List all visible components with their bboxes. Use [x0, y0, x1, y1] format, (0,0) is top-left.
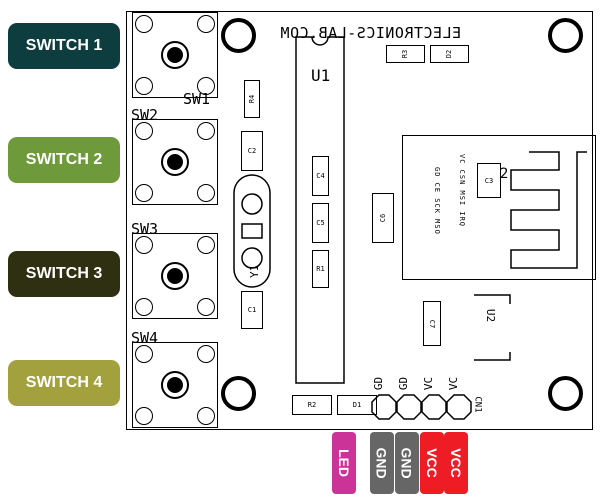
- switch-1[interactable]: [132, 12, 218, 98]
- y1-label: Y1: [248, 264, 261, 278]
- pin-label-vcc-1: VCC: [420, 432, 444, 494]
- u2-label: U2: [484, 308, 498, 323]
- cn2-pins-left: GD CE SCK MSO: [433, 167, 441, 235]
- mounting-hole-top-left: [221, 18, 256, 53]
- switch-2[interactable]: [132, 119, 218, 205]
- capacitor-c6: C6: [372, 193, 394, 243]
- resistor-r4: R4: [244, 80, 260, 118]
- capacitor-c3: C3: [477, 163, 501, 198]
- switch-3-label: SWITCH 3: [8, 251, 120, 297]
- sw1-label: SW1: [183, 90, 211, 108]
- sw2-label: SW2: [131, 106, 159, 124]
- module-cn2-outline: [402, 135, 596, 280]
- antenna-icon: [510, 151, 587, 269]
- switch-1-button-icon[interactable]: [161, 41, 189, 69]
- sw4-label: SW4: [131, 329, 159, 347]
- switch-2-label: SWITCH 2: [8, 137, 120, 183]
- switch-2-button-icon[interactable]: [161, 148, 189, 176]
- capacitor-c7: C7: [423, 301, 441, 346]
- pin-label-gnd-2: GND: [395, 432, 419, 494]
- u1-label: U1: [311, 66, 331, 85]
- pin-label-gnd-1: GND: [370, 432, 394, 494]
- capacitor-c1: C1: [241, 291, 263, 329]
- cn1-pin-2-label: GD: [397, 376, 411, 391]
- cn1-pin-3-label: VC: [422, 376, 436, 391]
- switch-4-button-icon[interactable]: [161, 371, 189, 399]
- resistor-r1: R1: [312, 250, 329, 288]
- led-d1: D1: [337, 395, 377, 415]
- capacitor-c4: C4: [312, 156, 329, 196]
- cn1-pin-1-label: GD: [372, 376, 386, 391]
- switch-3[interactable]: [132, 233, 218, 319]
- switch-3-button-icon[interactable]: [161, 262, 189, 290]
- pcb-board: ELECTRONICS-LAB.COM SW1 SW2 SW3 SW4 R4 C…: [126, 11, 596, 430]
- mounting-hole-bottom-right: [548, 376, 583, 411]
- diode-d2: D2: [430, 45, 469, 63]
- ic-u1-outline: [295, 36, 345, 384]
- switch-4-label: SWITCH 4: [8, 360, 120, 406]
- switch-1-label: SWITCH 1: [8, 23, 120, 69]
- mounting-hole-top-right: [548, 18, 583, 53]
- capacitor-c5: C5: [312, 203, 329, 243]
- cn1-pin-4-label: VC: [447, 376, 461, 391]
- connector-cn1-icon: [371, 394, 472, 420]
- sw3-label: SW3: [131, 220, 159, 238]
- cn2-pins-right: VC CSN MSI IRQ: [458, 154, 466, 228]
- ic-u2-outline: [474, 294, 511, 361]
- pin-label-led: LED: [332, 432, 356, 494]
- crystal-y1-icon: [233, 174, 271, 288]
- mounting-hole-bottom-left: [221, 376, 256, 411]
- pin-label-vcc-2: VCC: [444, 432, 468, 494]
- switch-4[interactable]: [132, 342, 218, 428]
- resistor-r3: R3: [386, 45, 425, 63]
- cn1-label: CN1: [472, 396, 483, 413]
- resistor-r2: R2: [292, 395, 332, 415]
- capacitor-c2: C2: [241, 131, 263, 171]
